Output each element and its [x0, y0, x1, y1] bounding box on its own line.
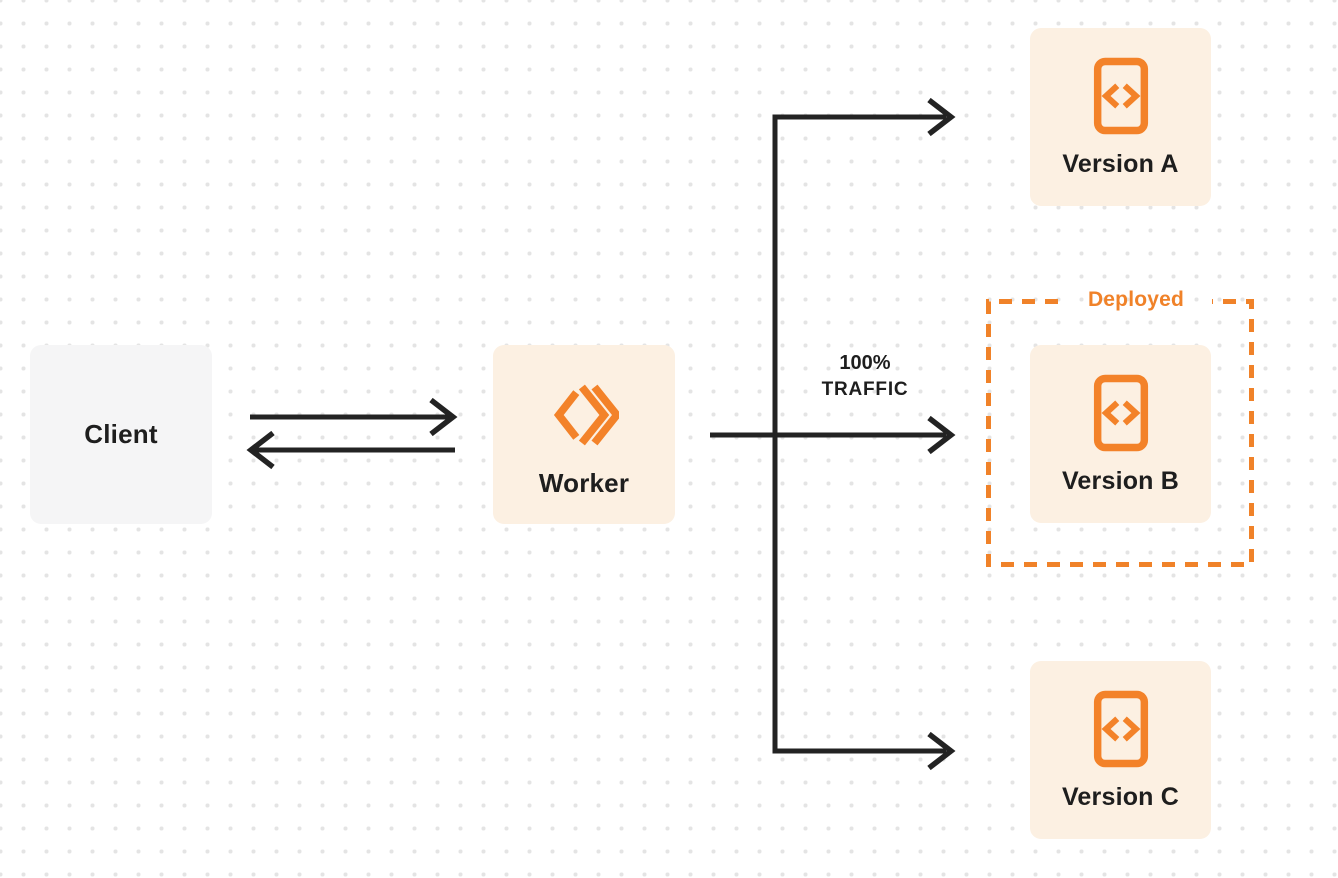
version-a-node: Version A: [1030, 28, 1211, 206]
traffic-percent-text: 100%: [839, 352, 891, 374]
version-b-node: Version B: [1030, 345, 1211, 523]
cloudflare-workers-logo-icon: [549, 378, 619, 452]
version-c-label: Version C: [1061, 782, 1180, 811]
deployed-boundary: [986, 299, 1254, 567]
worker-label: Worker: [538, 468, 630, 498]
version-b-label: Version B: [1061, 466, 1180, 495]
traffic-word-text: TRAFFIC: [821, 379, 909, 400]
code-file-icon: [1093, 56, 1149, 136]
version-a-label: Version A: [1062, 149, 1179, 178]
client-node: Client: [30, 345, 212, 524]
worker-branch-trunk: [772, 97, 956, 771]
worker-to-version-a-arrowhead: [927, 97, 956, 137]
version-c-node: Version C: [1030, 661, 1211, 839]
client-label: Client: [84, 419, 158, 449]
code-file-icon: [1093, 373, 1149, 453]
client-to-worker-request-arrow: [250, 397, 458, 437]
traffic-label: 100% TRAFFIC: [780, 350, 950, 404]
worker-node: Worker: [493, 345, 675, 524]
deployed-label: Deployed: [1087, 288, 1185, 311]
worker-to-version-b-arrow: [710, 415, 956, 455]
worker-to-version-c-arrowhead: [927, 731, 956, 771]
worker-to-client-response-arrow: [246, 430, 455, 470]
code-file-icon: [1093, 689, 1149, 769]
